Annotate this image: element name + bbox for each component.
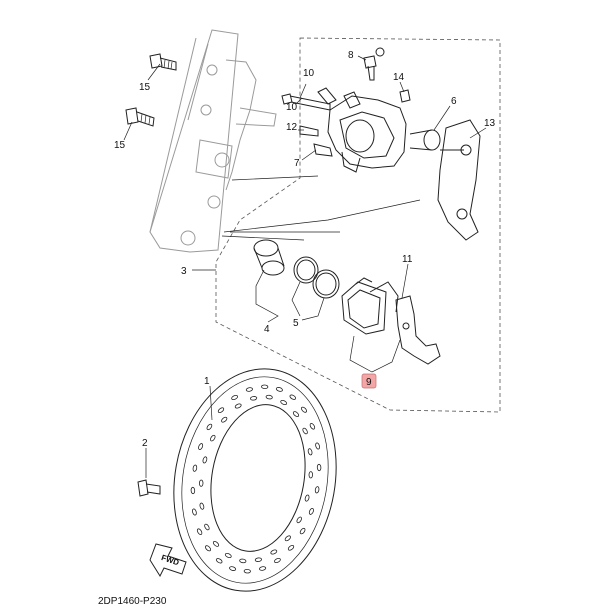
- callout-10-lower: 10: [286, 102, 298, 113]
- disc-hole: [254, 557, 262, 562]
- seal-inner: [312, 269, 340, 299]
- disc-hole: [190, 486, 196, 495]
- disc-hole: [316, 463, 322, 472]
- dust-cap: [399, 89, 411, 103]
- piston: [253, 239, 285, 276]
- callout-6: 6: [451, 96, 457, 107]
- disc-hole: [202, 456, 208, 464]
- disc-hole: [234, 403, 242, 409]
- disc-hole: [199, 502, 205, 510]
- seal-outer: [293, 256, 319, 284]
- callout-11: 11: [402, 254, 413, 265]
- disc-hole: [224, 552, 232, 559]
- caliper-bolt: [281, 93, 331, 111]
- disc-hole: [275, 387, 283, 392]
- disc-hole: [239, 558, 247, 564]
- callout-15-lower: 15: [114, 140, 126, 151]
- disc-hole: [259, 566, 267, 571]
- disc-hole: [229, 566, 237, 571]
- disc-hole: [301, 406, 307, 413]
- disc-hole: [210, 434, 216, 442]
- disc-hole: [221, 416, 228, 423]
- bleed-screw: [363, 47, 385, 81]
- disc-hole: [243, 568, 251, 574]
- disc-hole: [205, 545, 211, 552]
- bolt-lower: [125, 107, 155, 127]
- disc-hole: [196, 528, 203, 535]
- callout-7: 7: [294, 158, 300, 169]
- disc-hole: [292, 411, 300, 418]
- callout-3: 3: [181, 266, 187, 277]
- callout-9: 9: [366, 377, 372, 388]
- disc-hole: [296, 516, 302, 524]
- caliper-body: [327, 91, 407, 173]
- bolt-7: [313, 143, 333, 157]
- disc-hole: [307, 448, 313, 456]
- disc-hole: [287, 544, 295, 551]
- callouts: 15 15 8 10 10 14 6 13 12 7 3 4 5: [114, 50, 496, 478]
- disc-hole: [302, 427, 308, 435]
- callout-14: 14: [393, 72, 405, 83]
- disc-hole: [245, 387, 253, 392]
- fwd-label: FWD: [160, 553, 180, 567]
- callout-13: 13: [484, 118, 496, 129]
- disc-hole: [198, 443, 204, 451]
- disc-hole: [308, 507, 314, 515]
- disc-hole: [212, 540, 220, 547]
- disc-hole: [250, 396, 258, 401]
- disc-hole: [280, 399, 288, 406]
- disc-hole: [206, 423, 213, 431]
- forward-direction-arrow: FWD: [149, 543, 187, 578]
- pin-12: [299, 125, 319, 137]
- disc-hole: [289, 394, 297, 400]
- disc-hole: [274, 557, 281, 564]
- disc-vent-holes: [190, 384, 322, 574]
- front-fork-leg: [149, 29, 277, 253]
- brake-disc: [173, 368, 337, 592]
- disc-hole: [270, 549, 278, 555]
- callout-10-upper: 10: [303, 68, 315, 79]
- sleeve-6: [409, 129, 441, 151]
- disc-hole: [284, 535, 291, 542]
- callout-12: 12: [286, 122, 298, 133]
- callout-5: 5: [293, 318, 299, 329]
- callout-15-upper: 15: [139, 82, 151, 93]
- disc-hole: [192, 464, 198, 472]
- callout-1: 1: [204, 376, 210, 387]
- disc-hole: [308, 471, 314, 479]
- callout-8: 8: [348, 50, 354, 61]
- disc-hole: [215, 558, 223, 564]
- disc-hole: [309, 423, 316, 430]
- disc-hole: [265, 394, 273, 400]
- bolt-upper: [149, 53, 177, 71]
- disc-hole: [204, 523, 210, 531]
- disc-hole: [304, 494, 310, 502]
- disc-hole: [231, 394, 238, 401]
- callout-4: 4: [264, 324, 270, 335]
- callout-2: 2: [142, 438, 148, 449]
- disc-bolt: [137, 479, 161, 497]
- disc-hole: [198, 479, 204, 487]
- disc-hole: [217, 407, 225, 414]
- disc-hole: [315, 442, 320, 450]
- drawing-code: 2DP1460-P230: [98, 596, 167, 607]
- callout-9-highlight: [361, 373, 377, 389]
- disc-hole: [314, 486, 320, 494]
- brake-pad-set: [341, 277, 399, 335]
- disc-hole: [299, 527, 306, 535]
- disc-hole: [261, 384, 269, 390]
- caliper-assembly-boundary: [215, 37, 501, 413]
- pad-support-plate: [395, 295, 441, 365]
- pin: [317, 87, 337, 105]
- disc-hole: [192, 508, 197, 516]
- caliper-bracket: [437, 119, 481, 241]
